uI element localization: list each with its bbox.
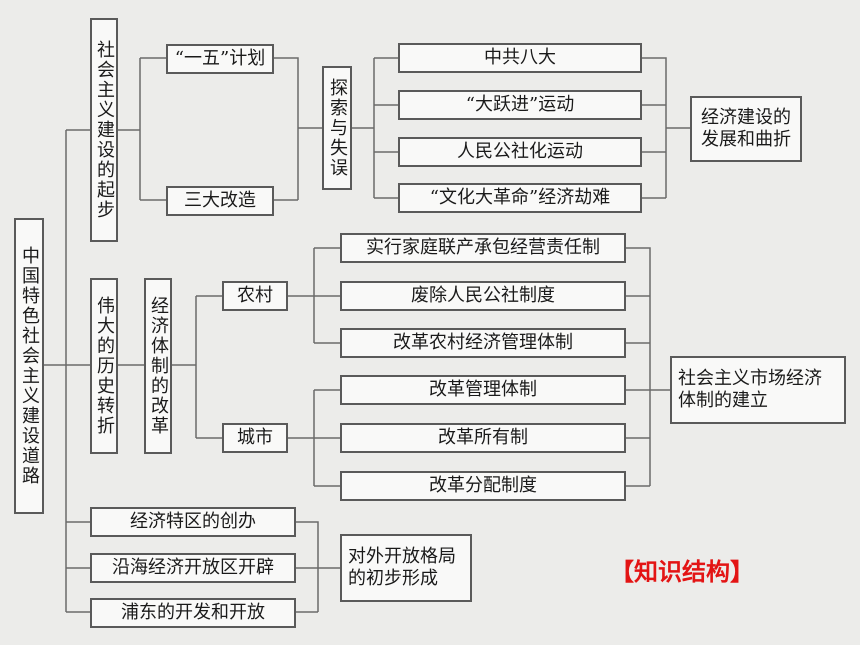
section1-label: 社会主义建设的起步 — [94, 40, 115, 220]
explore-box: 探索与失误 — [322, 66, 352, 190]
section3-result-box: 对外开放格局的初步形成 — [340, 534, 472, 602]
rural-label: 农村 — [237, 285, 273, 306]
rural-item: 废除人民公社制度 — [340, 281, 626, 311]
urban-label: 城市 — [237, 427, 273, 448]
econ-reform-box: 经济体制的改革 — [144, 278, 172, 454]
section3-item: 沿海经济开放区开辟 — [90, 553, 296, 583]
section1-result-label: 经济建设的发展和曲折 — [701, 107, 791, 150]
section1-item: 中共八大 — [398, 43, 642, 73]
section1-item: 人民公社化运动 — [398, 137, 642, 167]
urban-item: 改革所有制 — [340, 423, 626, 453]
section1-item: “文化大革命”经济劫难 — [398, 183, 642, 213]
section2-result-box: 社会主义市场经济体制的建立 — [670, 356, 846, 424]
rural-box: 农村 — [222, 281, 288, 311]
section2-box: 伟大的历史转折 — [90, 278, 118, 454]
root-label: 中国特色社会主义建设道路 — [19, 246, 40, 486]
section1-result-box: 经济建设的发展和曲折 — [690, 96, 802, 162]
section3-result-label: 对外开放格局的初步形成 — [348, 546, 456, 589]
section2-result-label: 社会主义市场经济体制的建立 — [678, 368, 822, 411]
root-box: 中国特色社会主义建设道路 — [14, 218, 44, 514]
plan-box: “一五”计划 — [166, 44, 274, 74]
section3-item: 经济特区的创办 — [90, 507, 296, 537]
section3-item-label: 沿海经济开放区开辟 — [112, 557, 274, 578]
explore-label: 探索与失误 — [327, 78, 348, 178]
urban-item-label: 改革所有制 — [438, 427, 528, 448]
section1-box: 社会主义建设的起步 — [90, 18, 118, 242]
reform-label: 三大改造 — [184, 190, 256, 211]
rural-item-label: 废除人民公社制度 — [411, 285, 555, 306]
urban-item: 改革管理体制 — [340, 375, 626, 405]
section3-item-label: 经济特区的创办 — [130, 511, 256, 532]
plan-label: “一五”计划 — [174, 48, 266, 69]
section1-item-label: “大跃进”运动 — [465, 94, 575, 115]
urban-item-label: 改革管理体制 — [429, 379, 537, 400]
urban-box: 城市 — [222, 423, 288, 453]
section1-item-label: 中共八大 — [484, 47, 556, 68]
rural-item-label: 改革农村经济管理体制 — [393, 332, 573, 353]
rural-item: 改革农村经济管理体制 — [340, 328, 626, 358]
rural-item-label: 实行家庭联产承包经营责任制 — [366, 237, 600, 258]
knowledge-structure-title: 【知识结构】 — [610, 558, 754, 586]
section1-item-label: 人民公社化运动 — [457, 141, 583, 162]
section3-item-label: 浦东的开发和开放 — [121, 602, 265, 623]
urban-item: 改革分配制度 — [340, 471, 626, 501]
section1-item-label: “文化大革命”经济劫难 — [429, 187, 611, 208]
section2-label: 伟大的历史转折 — [94, 296, 115, 436]
rural-item: 实行家庭联产承包经营责任制 — [340, 233, 626, 263]
section1-item: “大跃进”运动 — [398, 90, 642, 120]
econ-reform-label: 经济体制的改革 — [148, 296, 169, 436]
urban-item-label: 改革分配制度 — [429, 475, 537, 496]
section3-item: 浦东的开发和开放 — [90, 598, 296, 628]
reform-box: 三大改造 — [166, 186, 274, 216]
